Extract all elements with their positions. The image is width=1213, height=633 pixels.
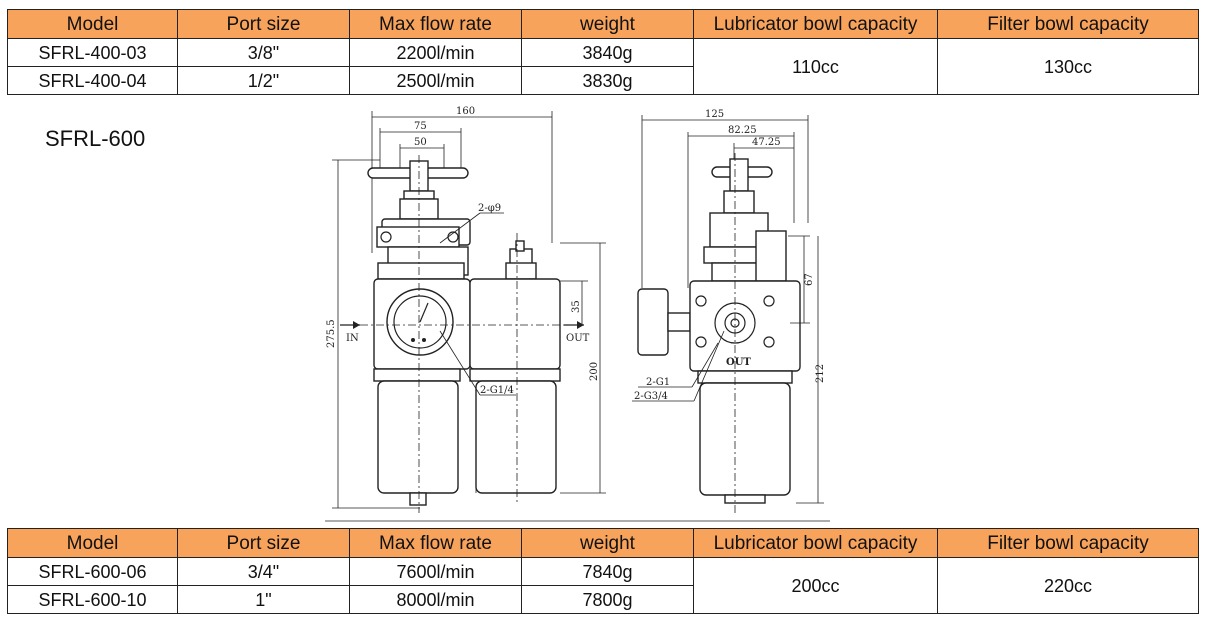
label-out-marking: OUT [726,357,751,368]
section-title: SFRL-600 [45,126,146,151]
cell-weight: 3830g [521,66,694,95]
cell-weight: 3840g [521,38,694,67]
header-max-flow-rate: Max flow rate [349,9,522,39]
dim-side-82: 82.25 [728,125,757,136]
table-header-row: Model Port size Max flow rate weight Lub… [7,9,1199,39]
cell-filter-capacity: 220cc [937,557,1199,614]
dim-width-50: 50 [414,137,427,148]
table-header-row: Model Port size Max flow rate weight Lub… [7,528,1199,558]
cell-max-flow-rate: 2500l/min [349,66,522,95]
cell-max-flow-rate: 7600l/min [349,557,522,586]
header-model: Model [7,528,178,558]
label-in: IN [346,333,359,344]
cell-lubricator-capacity: 110cc [693,38,938,95]
spec-table-sfrl-600: Model Port size Max flow rate weight Lub… [7,528,1199,614]
header-max-flow-rate: Max flow rate [349,528,522,558]
header-filter-bowl-capacity: Filter bowl capacity [937,9,1199,39]
table-row: SFRL-600-06 3/4" 7600l/min 7840g 200cc 2… [7,557,1199,614]
dim-overall-width: 160 [456,106,475,117]
cell-model: SFRL-600-10 [7,585,178,614]
side-view: 125 82.25 47.25 OUT [632,109,826,513]
dim-height-200: 200 [589,362,600,381]
header-weight: weight [521,528,694,558]
header-lubricator-bowl-capacity: Lubricator bowl capacity [693,9,938,39]
label-port-side-2: 2-G3/4 [634,391,668,402]
dim-side-67: 67 [804,273,815,286]
cell-model: SFRL-600-06 [7,557,178,586]
cell-port-size: 1" [177,585,350,614]
table-row: SFRL-400-04 1/2" 2500l/min 3830g [7,66,1199,95]
label-port-front: 2-G1/4 [480,385,514,396]
cell-model: SFRL-400-03 [7,38,178,67]
dim-height-35: 35 [571,300,582,313]
cell-weight: 7840g [521,557,694,586]
header-lubricator-bowl-capacity: Lubricator bowl capacity [693,528,938,558]
spec-table-sfrl-400: Model Port size Max flow rate weight Lub… [7,9,1199,95]
header-weight: weight [521,9,694,39]
dim-height-275: 275.5 [326,319,337,348]
label-out: OUT [566,333,590,344]
dim-side-47: 47.25 [752,137,781,148]
cell-max-flow-rate: 8000l/min [349,585,522,614]
cell-weight: 7800g [521,585,694,614]
table-row: SFRL-600-10 1" 8000l/min 7800g [7,585,1199,614]
dim-side-212: 212 [815,364,826,383]
cell-model: SFRL-400-04 [7,66,178,95]
cell-lubricator-capacity: 200cc [693,557,938,614]
dim-side-width: 125 [705,109,724,120]
header-filter-bowl-capacity: Filter bowl capacity [937,528,1199,558]
header-port-size: Port size [177,528,350,558]
technical-drawing: 160 75 50 2-φ9 [325,106,830,522]
cell-port-size: 1/2" [177,66,350,95]
cell-port-size: 3/8" [177,38,350,67]
table-row: SFRL-400-03 3/8" 2200l/min 3840g 110cc 1… [7,38,1199,95]
label-port-side-1: 2-G1 [646,377,670,388]
cell-port-size: 3/4" [177,557,350,586]
front-view: 160 75 50 2-φ9 [326,106,606,513]
header-model: Model [7,9,178,39]
dim-hole: 2-φ9 [478,203,501,214]
header-port-size: Port size [177,9,350,39]
cell-filter-capacity: 130cc [937,38,1199,95]
dim-width-75: 75 [414,121,427,132]
cell-max-flow-rate: 2200l/min [349,38,522,67]
